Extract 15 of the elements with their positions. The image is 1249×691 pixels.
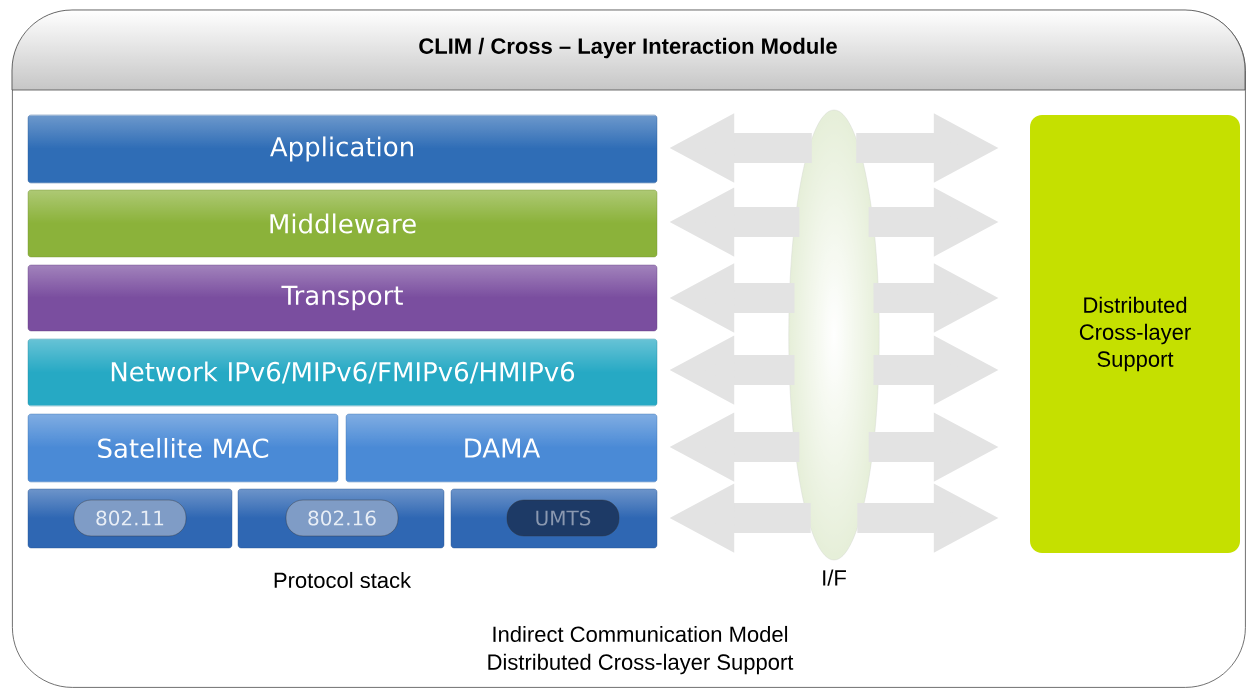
interface-label: I/F: [823, 569, 846, 586]
layer-box: Middleware: [27, 189, 658, 258]
caption-text: Indirect Communication Model: [493, 625, 788, 643]
protocol-pill: 802.16: [285, 499, 399, 537]
interface-ellipse: [788, 109, 880, 561]
caption-text: Distributed Cross-layer Support: [488, 653, 794, 675]
layer-box: DAMA: [345, 413, 658, 483]
protocol-pill: UMTS: [506, 499, 620, 537]
protocol-pill: 802.11: [73, 499, 187, 537]
support-box: Distributed Cross-layer Support: [1030, 115, 1240, 553]
layer-box: Network IPv6/MIPv6/FMIPv6/HMIPv6: [27, 338, 658, 407]
layer-box: Satellite MAC: [27, 413, 339, 483]
layer-box: Transport: [27, 264, 658, 332]
caption-text: Protocol stack: [274, 571, 412, 589]
layer-box: Application: [27, 114, 658, 184]
